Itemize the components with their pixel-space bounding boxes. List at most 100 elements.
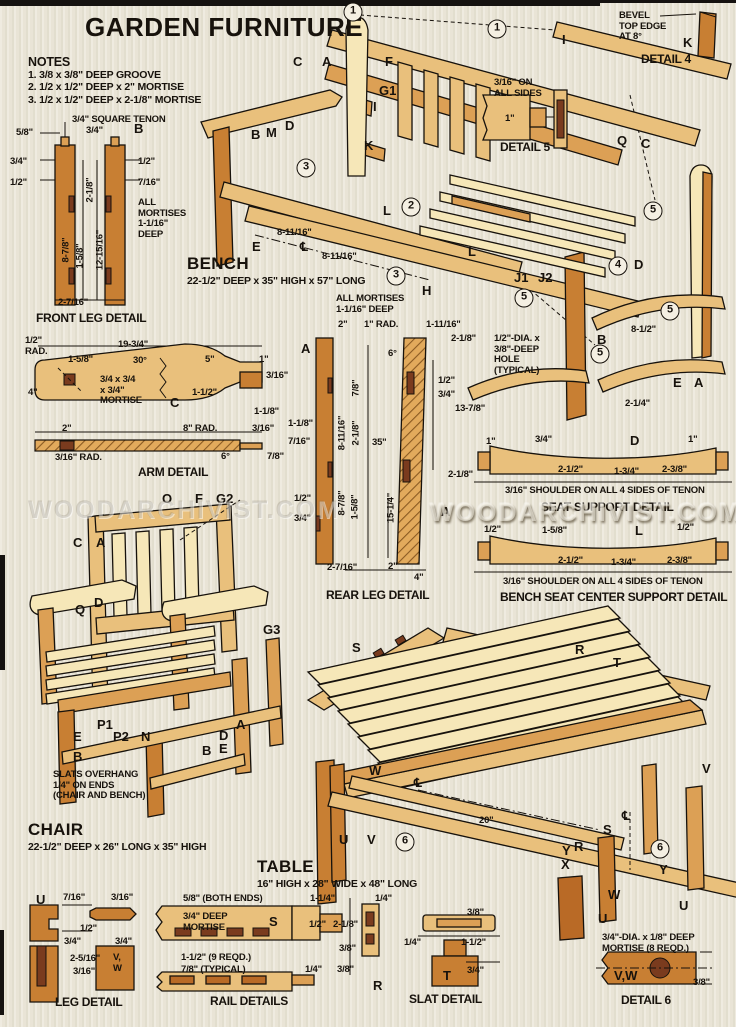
rear-leg-detail-drawing — [315, 337, 434, 571]
center-support-drawing — [474, 535, 732, 573]
slat_detail-label-0: 3/8" — [467, 907, 484, 918]
table-label-20: TABLE — [257, 857, 314, 876]
slat_detail-label-5: SLAT DETAIL — [409, 992, 482, 1006]
bench-label-15: D — [634, 257, 644, 272]
center_support-label-3: 1/2" — [677, 522, 694, 533]
front_leg-label-12: 12-15/16" — [94, 229, 106, 271]
arm-label-1: 19-3/4" — [118, 339, 149, 350]
front_leg-label-5: 1/2" — [10, 177, 27, 188]
rear_leg-label-7: 1/2" — [438, 375, 455, 386]
seat_support-label-4: 2-1/2" — [558, 464, 583, 475]
page-title: GARDEN FURNITURE — [85, 12, 364, 42]
notes-block: NOTES 1. 3/8 x 3/8" DEEP GROOVE 2. 1/2 x… — [28, 55, 201, 106]
arm-label-14: 3/16" — [252, 423, 274, 434]
seat_support-label-3: 1" — [688, 434, 698, 445]
table-label-16: W — [608, 887, 621, 902]
table-label-0: S — [352, 640, 361, 655]
detail4-drawing — [659, 11, 717, 59]
detail5-label-1: 1" — [505, 113, 515, 124]
detail5-drawing — [482, 89, 568, 149]
chair-label-16: A — [236, 717, 246, 732]
table-label-12: R — [574, 839, 584, 854]
leg_detail-label-2: 3/16" — [111, 892, 133, 903]
bench-label-21: I — [562, 32, 566, 47]
bench-label-8: D — [285, 118, 295, 133]
rear_leg-label-20: 1-5/8" — [349, 494, 361, 520]
front_leg-label-14: FRONT LEG DETAIL — [36, 311, 147, 325]
chair-label-18: CHAIR — [28, 820, 84, 839]
leg_detail-label-0: U — [36, 892, 46, 907]
chair-label-15: E — [219, 741, 228, 756]
watermarks-label-1: WOODARCHIVIST.COM — [430, 499, 736, 527]
front_leg-label-3: B — [134, 121, 144, 136]
bench-label-38: BENCH — [187, 254, 249, 273]
arm-label-16: 6° — [221, 451, 230, 462]
seat_support-label-8: SEAT SUPPORT DETAIL — [541, 500, 674, 514]
rear_leg-label-22: A — [441, 504, 451, 519]
chair-label-1: F — [195, 491, 203, 506]
arm-label-5: 1" — [259, 354, 269, 365]
table-label-18: U — [679, 898, 689, 913]
rear_leg-label-4: 2-1/8" — [451, 333, 476, 344]
arm-label-13: 8" RAD. — [183, 423, 218, 434]
arm-label-11: 1-1/8" — [254, 406, 279, 417]
seat-support-drawing — [474, 445, 732, 483]
chair-label-4: A — [96, 535, 106, 550]
rear_leg-label-15: 35" — [372, 437, 387, 448]
bench-label-24: 2 — [401, 197, 421, 217]
bench-label-10: L — [383, 203, 391, 218]
rear_leg-label-10: 7/8" — [350, 379, 362, 397]
table-label-13: ℄ — [622, 809, 630, 823]
bench-label-34: 8-11/16" — [322, 251, 357, 262]
rear_leg-label-0: ALL MORTISES 1-1/16" DEEP — [336, 293, 405, 315]
chair-label-8: P1 — [97, 717, 113, 732]
center_support-label-6: 2-3/8" — [667, 555, 692, 566]
bench-label-2: F — [385, 54, 393, 69]
bench-label-17: E — [673, 375, 682, 390]
chair-label-0: O — [162, 491, 173, 506]
rail_details-label-5: 1/2" — [309, 919, 326, 930]
chair-label-19: 22-1/2" DEEP x 26" LONG x 35" HIGH — [28, 841, 207, 853]
bench-label-33: ℄ — [300, 240, 308, 254]
table-label-4: ℄ — [414, 776, 422, 790]
bench-label-27: 4 — [608, 256, 628, 276]
bench-label-3: G1 — [379, 83, 397, 98]
arm-label-0: 1/2" RAD. — [25, 335, 48, 357]
detail5-label-2: DETAIL 5 — [500, 140, 550, 154]
chair-label-2: G2 — [216, 491, 234, 506]
chair-label-13: B — [202, 743, 212, 758]
chair-label-5: Q — [75, 602, 86, 617]
detail6-drawing — [596, 951, 712, 985]
rear_leg-label-1: 2" — [338, 319, 348, 330]
bench-label-9: E — [252, 239, 261, 254]
rear_leg-label-9: 13-7/8" — [455, 403, 486, 414]
arm-detail-drawing — [34, 343, 263, 452]
front_leg-label-1: 5/8" — [16, 127, 33, 138]
rear_leg-label-24: 2" — [388, 561, 398, 572]
front_leg-label-2: 3/4" — [86, 125, 103, 136]
rail_details-label-9: 7/8" (TYPICAL) — [181, 964, 246, 975]
bench-label-5: K — [364, 138, 374, 153]
arm-label-17: 7/8" — [267, 451, 284, 462]
seat_support-label-6: 2-3/8" — [662, 464, 687, 475]
rail_details-label-11: 3/8" — [337, 964, 354, 975]
front_leg-label-7: 7/16" — [138, 177, 160, 188]
table-label-21: 16" HIGH x 28" WIDE x 48" LONG — [257, 878, 418, 890]
rail_details-label-6: 2-1/8" — [333, 919, 358, 930]
leg_detail-label-3: 1/2" — [80, 923, 97, 934]
bench-label-37: 1/2"-DIA. x 3/8"-DEEP HOLE (TYPICAL) — [494, 333, 540, 376]
table-label-7: U — [339, 832, 349, 847]
bench-label-4: I — [373, 99, 377, 114]
rear_leg-label-2: 1" RAD. — [364, 319, 399, 330]
rail_details-label-4: S — [269, 914, 278, 929]
center_support-label-1: 1-5/8" — [542, 525, 567, 536]
center_support-label-2: L — [635, 523, 643, 538]
arm-label-10: 1-1/2" — [192, 387, 217, 398]
seat_support-label-5: 1-3/4" — [614, 466, 639, 477]
table-drawing — [306, 605, 736, 941]
slat_detail-label-1: 1/4" — [404, 937, 421, 948]
rail-details-drawing — [155, 898, 380, 992]
rail_details-label-13: RAIL DETAILS — [210, 994, 288, 1008]
rear_leg-label-14: 2-1/8" — [350, 420, 362, 446]
